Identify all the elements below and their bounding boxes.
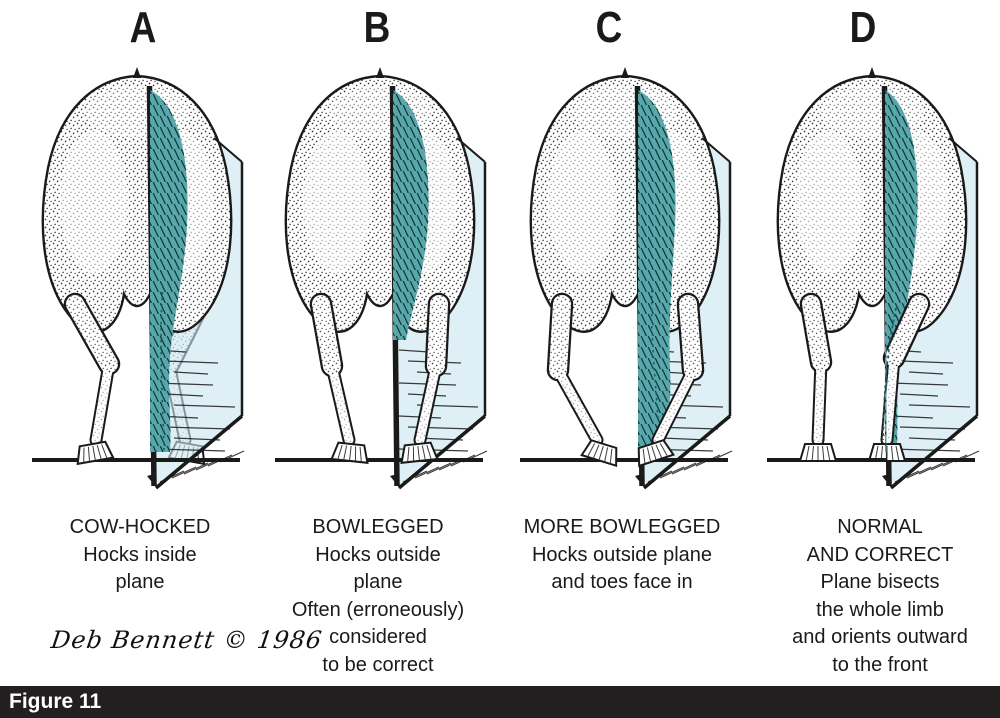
caption-line: to the front <box>832 653 928 676</box>
figure-caption-bar: Figure 11 <box>0 686 1000 718</box>
panel-caption: NORMAL AND CORRECT Plane bisects the who… <box>755 514 1000 679</box>
horse-rear-view-illustration-cow-hocked <box>32 67 245 490</box>
panel-letter: A <box>129 3 157 52</box>
caption-title: COW-HOCKED <box>69 516 211 538</box>
horse-rear-view-illustration-normal <box>767 67 980 490</box>
panel-caption: BOWLEGGED Hocks outside plane Often (err… <box>253 514 503 679</box>
panel-letter: B <box>363 3 391 52</box>
caption-line: to be correct <box>322 653 434 676</box>
horse-rear-view-illustration-more-bowlegged <box>520 67 733 490</box>
caption-line: Hocks inside <box>83 543 197 566</box>
caption-title: AND CORRECT <box>806 543 954 566</box>
figure-label: Figure 11 <box>9 690 102 713</box>
caption-line: Plane bisects <box>820 571 940 593</box>
caption-line: considered <box>329 626 427 648</box>
caption-title: BOWLEGGED <box>312 516 444 538</box>
caption-line: the whole limb <box>816 598 944 621</box>
panel-letter: C <box>595 3 623 52</box>
caption-line: and toes face in <box>551 571 693 593</box>
caption-line: Hocks outside <box>315 543 441 566</box>
caption-line: and orients outward <box>792 626 968 648</box>
panel-b: B BOWLEGGED Hocks outside plane Often (e… <box>250 0 500 686</box>
artist-signature: Deb Bennett © 1986 <box>49 626 325 654</box>
panel-caption: MORE BOWLEGGED Hocks outside plane and t… <box>497 514 747 597</box>
caption-line: plane <box>115 571 165 593</box>
caption-line: Often (erroneously) <box>291 598 465 621</box>
panel-d: D NORMAL AND CORRECT Plane bisects the w… <box>750 0 1000 686</box>
panel-letter: D <box>849 3 877 52</box>
panel-a: A COW-HOCKED Hocks inside plane <box>0 0 250 686</box>
caption-line: Hocks outside plane <box>531 543 713 566</box>
caption-title: MORE BOWLEGGED <box>523 516 721 538</box>
horse-rear-view-illustration-bowlegged <box>275 67 488 490</box>
panel-c: C MORE BOWLEGGED Hocks outside plane and… <box>500 0 750 686</box>
caption-title: NORMAL <box>837 516 923 538</box>
panel-caption: COW-HOCKED Hocks inside plane <box>15 514 265 597</box>
caption-line: plane <box>353 571 403 593</box>
